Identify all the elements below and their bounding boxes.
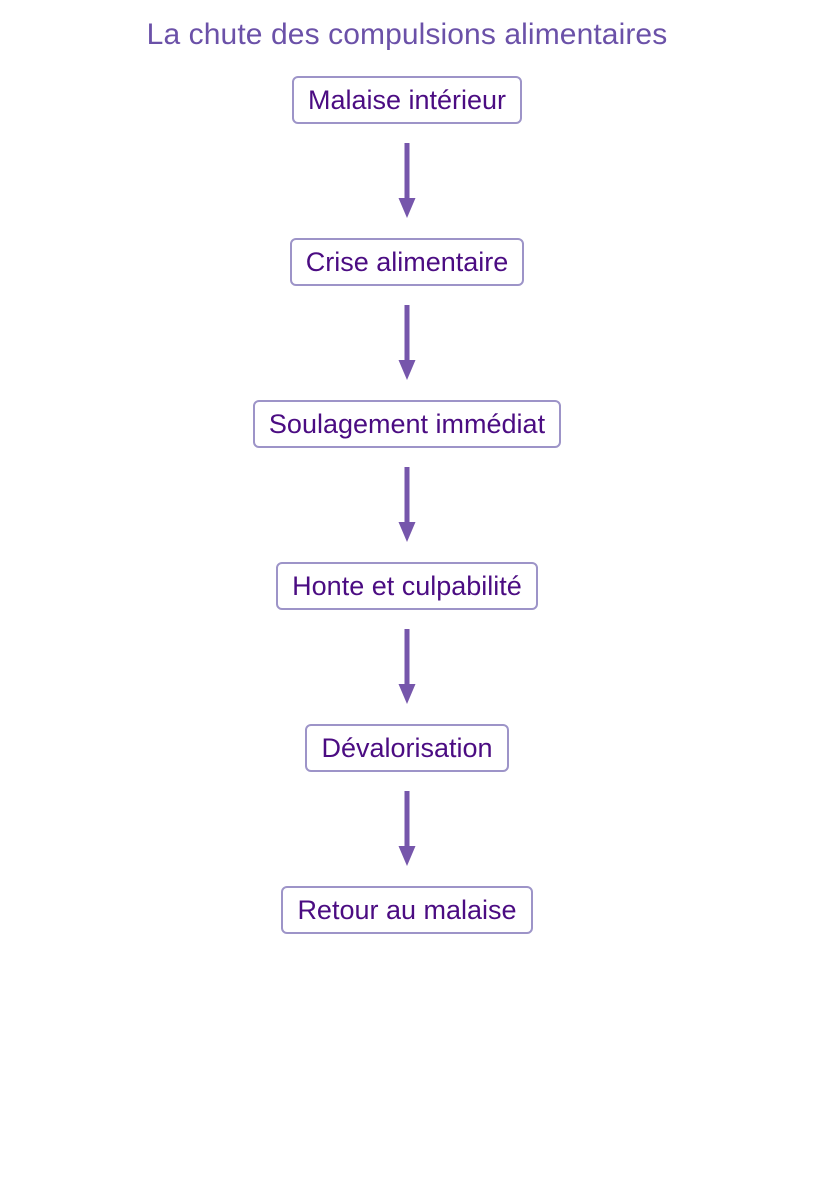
- flow-step-4: Honte et culpabilité: [276, 562, 538, 724]
- flow-step-5: Dévalorisation: [305, 724, 509, 886]
- flow-step-1: Malaise intérieur: [291, 76, 523, 238]
- arrow-down-icon: [394, 448, 420, 562]
- flow-step-2: Crise alimentaire: [289, 238, 525, 400]
- node-label: Dévalorisation: [321, 733, 493, 763]
- flow-step-6: Retour au malaise: [281, 886, 533, 934]
- node-crise-alimentaire[interactable]: Crise alimentaire: [289, 238, 525, 286]
- page-title: La chute des compulsions alimentaires: [146, 18, 668, 51]
- node-label: Malaise intérieur: [307, 85, 507, 115]
- flowchart: Malaise intérieur Crise alimentaire: [0, 76, 814, 934]
- node-malaise-interieur[interactable]: Malaise intérieur: [291, 76, 523, 124]
- node-honte-et-culpabilite[interactable]: Honte et culpabilité: [276, 562, 538, 610]
- node-label: Retour au malaise: [297, 895, 517, 925]
- arrow-down-icon: [394, 124, 420, 238]
- arrow-down-icon: [394, 286, 420, 400]
- arrow-down-icon: [394, 772, 420, 886]
- node-retour-au-malaise[interactable]: Retour au malaise: [281, 886, 533, 934]
- node-soulagement-immediat[interactable]: Soulagement immédiat: [252, 400, 562, 448]
- node-label: Honte et culpabilité: [292, 571, 522, 601]
- node-label: Crise alimentaire: [305, 247, 509, 277]
- flow-step-3: Soulagement immédiat: [252, 400, 562, 562]
- node-devalorisation[interactable]: Dévalorisation: [305, 724, 509, 772]
- node-label: Soulagement immédiat: [268, 409, 546, 439]
- arrow-down-icon: [394, 610, 420, 724]
